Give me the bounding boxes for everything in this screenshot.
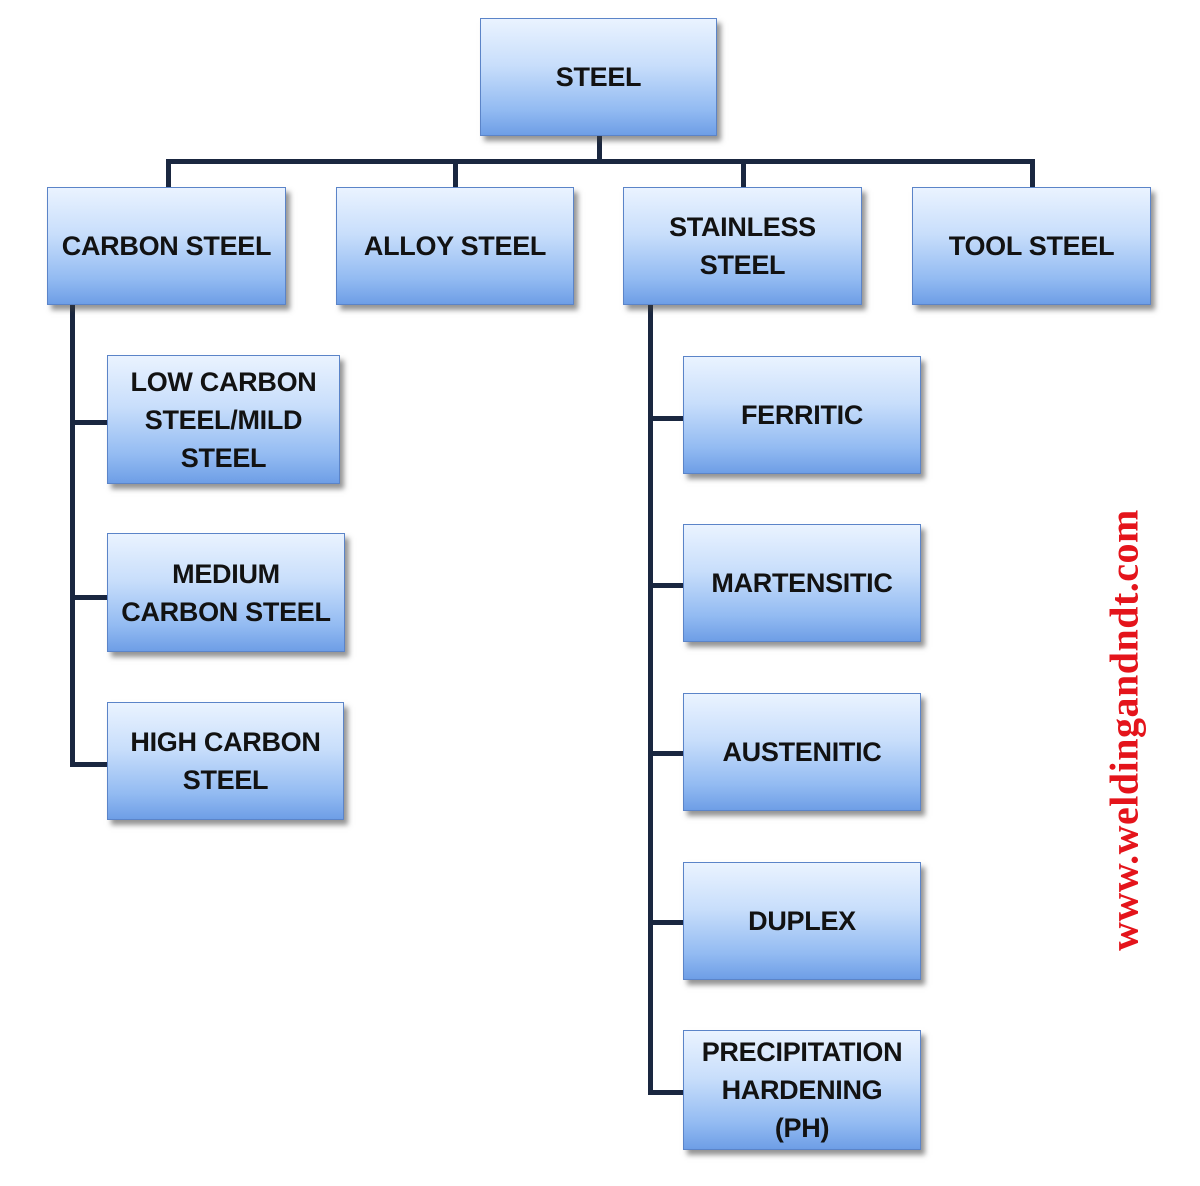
connector-carbon-drop <box>166 159 171 189</box>
node-low-carbon-steel: LOW CARBON STEEL/MILD STEEL <box>107 355 340 484</box>
node-austenitic-label: AUSTENITIC <box>722 737 882 767</box>
node-steel: STEEL <box>480 18 717 136</box>
connector-stainless-branch-4 <box>648 920 684 925</box>
node-martensitic-label: MARTENSITIC <box>711 568 893 598</box>
node-austenitic: AUSTENITIC <box>683 693 921 811</box>
node-steel-label: STEEL <box>555 62 642 92</box>
connector-tool-drop <box>1030 159 1035 189</box>
connector-stainless-branch-3 <box>648 751 684 756</box>
connector-root-stem <box>597 136 602 163</box>
connector-stainless-branch-2 <box>648 583 684 588</box>
node-duplex-label: DUPLEX <box>748 906 856 936</box>
connector-stainless-drop <box>741 159 746 189</box>
watermark-url: www.weldingandndt.com <box>1101 509 1147 951</box>
connector-category-bus <box>166 159 1035 164</box>
node-precipitation-hardening: PRECIPITATION HARDENING (PH) <box>683 1030 921 1150</box>
node-stainless-steel-label: STAINLESS STEEL <box>669 212 816 280</box>
node-precipitation-hardening-label: PRECIPITATION HARDENING (PH) <box>701 1037 903 1143</box>
node-low-carbon-steel-label: LOW CARBON STEEL/MILD STEEL <box>130 366 317 473</box>
node-carbon-steel-label: CARBON STEEL <box>61 231 272 261</box>
connector-stainless-spine <box>648 304 653 1095</box>
node-high-carbon-steel: HIGH CARBON STEEL <box>107 702 344 820</box>
connector-carbon-branch-2 <box>70 595 108 600</box>
node-medium-carbon-steel: MEDIUM CARBON STEEL <box>107 533 345 652</box>
node-ferritic: FERRITIC <box>683 356 921 474</box>
connector-stainless-branch-1 <box>648 416 684 421</box>
connector-alloy-drop <box>453 159 458 189</box>
node-medium-carbon-steel-label: MEDIUM CARBON STEEL <box>121 558 331 627</box>
connector-carbon-branch-1 <box>70 420 108 425</box>
node-alloy-steel: ALLOY STEEL <box>336 187 574 305</box>
node-carbon-steel: CARBON STEEL <box>47 187 286 305</box>
connector-carbon-spine <box>70 304 75 767</box>
node-duplex: DUPLEX <box>683 862 921 980</box>
node-ferritic-label: FERRITIC <box>740 400 864 430</box>
node-stainless-steel: STAINLESS STEEL <box>623 187 862 305</box>
node-alloy-steel-label: ALLOY STEEL <box>363 231 547 261</box>
node-high-carbon-steel-label: HIGH CARBON STEEL <box>130 727 321 795</box>
connector-carbon-branch-3 <box>70 762 108 767</box>
connector-stainless-branch-5 <box>648 1090 684 1095</box>
node-tool-steel: TOOL STEEL <box>912 187 1151 305</box>
node-tool-steel-label: TOOL STEEL <box>948 231 1115 261</box>
node-martensitic: MARTENSITIC <box>683 524 921 642</box>
